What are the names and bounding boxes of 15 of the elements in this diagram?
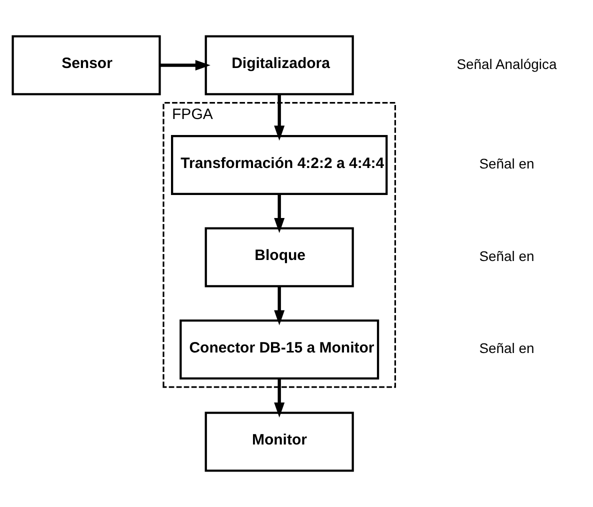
node-box: Bloque [204, 227, 354, 288]
label: Señal Analógica [456, 56, 557, 72]
arrow [274, 94, 285, 141]
node-box: Transformación 4:2:2 a 4:4:4 [171, 134, 388, 196]
arrow [160, 60, 210, 71]
node-box: Digitalizadora [204, 35, 354, 96]
arrow [274, 378, 285, 418]
label: Señal en [479, 340, 534, 356]
arrow [274, 194, 285, 234]
arrow [274, 286, 285, 326]
node-box: Sensor [12, 35, 161, 96]
label: Señal en [479, 248, 534, 264]
node-box: Monitor [204, 412, 354, 472]
node-box: Conector DB-15 a Monitor [180, 319, 380, 380]
label: Señal en [479, 156, 534, 172]
